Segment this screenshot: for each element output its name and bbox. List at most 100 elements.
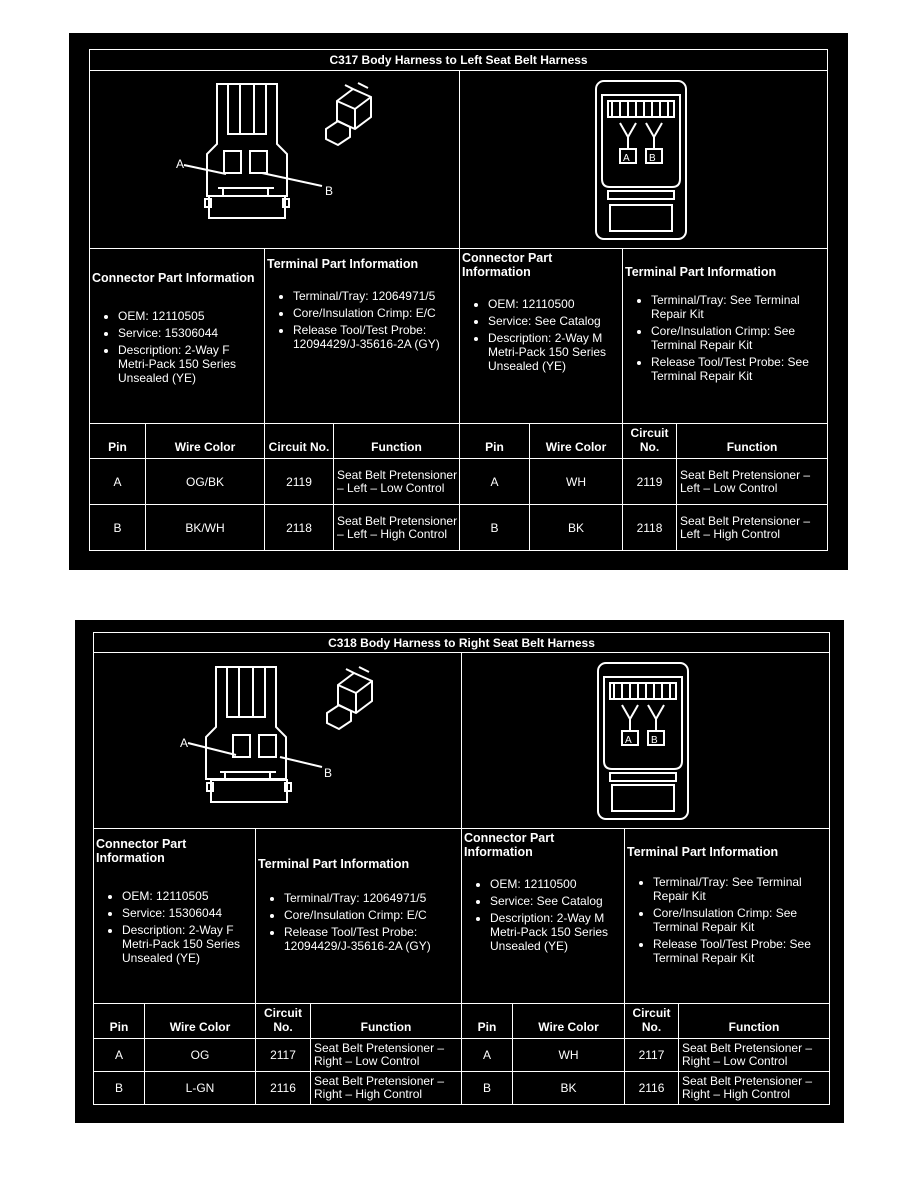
table-row: A OG/BK 2119 Seat Belt Pretensioner – Le… (89, 458, 829, 505)
col-header-wire-color: Wire Color (512, 1003, 625, 1039)
terminal-tray-item: Terminal/Tray: 12064971/5 (284, 891, 459, 905)
col-header-pin: Pin (459, 423, 530, 459)
wire-color-cell: OG (144, 1038, 256, 1072)
female-terminal-part-info: Terminal Part Information Terminal/Tray:… (255, 828, 462, 1004)
connector-title: C318 Body Harness to Right Seat Belt Har… (93, 632, 830, 653)
terminal-part-heading: Terminal Part Information (258, 857, 410, 871)
service-item: Service: 15306044 (122, 906, 253, 920)
female-connector-drawing: A B (176, 82, 372, 219)
pin-cell: B (459, 504, 530, 551)
wire-color-cell: BK (529, 504, 623, 551)
pin-cell: B (89, 504, 146, 551)
male-connector-drawing: A B (595, 80, 687, 240)
col-header-circuit: Circuit No. (255, 1003, 311, 1039)
function-cell: Seat Belt Pretensioner – Left – Low Cont… (675, 458, 829, 505)
col-header-function: Function (678, 1003, 830, 1039)
function-cell: Seat Belt Pretensioner – Right – Low Con… (310, 1038, 462, 1072)
pin-cell: A (461, 1038, 513, 1072)
pin-b-cavity-label: B (649, 153, 656, 164)
pin-cell: A (89, 458, 146, 505)
col-header-function: Function (675, 423, 829, 459)
pin-a-label: A (180, 736, 188, 750)
female-terminal-part-info: Terminal Part Information Terminal/Tray:… (264, 248, 460, 424)
col-header-function: Function (333, 423, 460, 459)
male-terminal-part-info: Terminal Part Information Terminal/Tray:… (621, 248, 829, 424)
male-terminal-part-info: Terminal Part Information Terminal/Tray:… (624, 828, 830, 1004)
crimp-item: Core/Insulation Crimp: E/C (284, 908, 459, 922)
oem-item: OEM: 12110505 (118, 309, 262, 323)
col-header-wire-color: Wire Color (145, 423, 265, 459)
male-connector-part-info: Connector Part Information OEM: 12110500… (459, 248, 623, 424)
description-item: Description: 2-Way F Metri-Pack 150 Seri… (118, 343, 262, 385)
service-item: Service: See Catalog (488, 314, 620, 328)
wire-color-cell: WH (529, 458, 623, 505)
terminal-tray-item: Terminal/Tray: See Terminal Repair Kit (653, 875, 827, 903)
pin-b-label: B (325, 184, 333, 198)
function-cell: Seat Belt Pretensioner – Right – High Co… (678, 1071, 830, 1105)
connector-table: C318 Body Harness to Right Seat Belt Har… (93, 632, 830, 1105)
wire-color-cell: OG/BK (145, 458, 265, 505)
function-cell: Seat Belt Pretensioner – Left – High Con… (675, 504, 829, 551)
wire-color-cell: WH (512, 1038, 625, 1072)
female-connector-diagram: A B (89, 70, 460, 249)
oem-item: OEM: 12110505 (122, 889, 253, 903)
pin-cell: A (93, 1038, 145, 1072)
female-connector-diagram: A B (93, 652, 462, 829)
connector-panel-c318: C318 Body Harness to Right Seat Belt Har… (75, 620, 844, 1123)
circuit-cell: 2116 (255, 1071, 311, 1105)
col-header-function: Function (310, 1003, 462, 1039)
circuit-cell: 2119 (622, 458, 677, 505)
col-header-circuit: Circuit No. (624, 1003, 679, 1039)
connector-panel-c317: C317 Body Harness to Left Seat Belt Harn… (69, 33, 848, 570)
pin-cell: B (461, 1071, 513, 1105)
pin-b-label: B (324, 766, 332, 780)
terminal-part-heading: Terminal Part Information (625, 265, 777, 279)
col-header-wire-color: Wire Color (144, 1003, 256, 1039)
wire-color-cell: L-GN (144, 1071, 256, 1105)
description-item: Description: 2-Way F Metri-Pack 150 Seri… (122, 923, 253, 965)
col-header-pin: Pin (89, 423, 146, 459)
pin-b-cavity-label: B (651, 735, 658, 746)
circuit-cell: 2117 (624, 1038, 679, 1072)
female-connector-drawing: A B (180, 666, 373, 803)
release-tool-item: Release Tool/Test Probe: See Terminal Re… (651, 355, 825, 383)
service-item: Service: See Catalog (490, 894, 622, 908)
circuit-cell: 2118 (264, 504, 334, 551)
crimp-item: Core/Insulation Crimp: See Terminal Repa… (653, 906, 827, 934)
col-header-pin: Pin (461, 1003, 513, 1039)
female-connector-part-info: Connector Part Information OEM: 12110505… (89, 248, 265, 424)
crimp-item: Core/Insulation Crimp: See Terminal Repa… (651, 324, 825, 352)
table-row: A OG 2117 Seat Belt Pretensioner – Right… (93, 1038, 830, 1072)
terminal-part-heading: Terminal Part Information (627, 845, 779, 859)
circuit-cell: 2116 (624, 1071, 679, 1105)
table-row: B BK/WH 2118 Seat Belt Pretensioner – Le… (89, 504, 829, 551)
connector-part-heading: Connector Part Information (462, 251, 553, 279)
col-header-pin: Pin (93, 1003, 145, 1039)
male-connector-diagram: A B (458, 70, 829, 249)
crimp-item: Core/Insulation Crimp: E/C (293, 306, 457, 320)
pin-a-cavity-label: A (625, 735, 632, 746)
connector-part-heading: Connector Part Information (464, 831, 555, 859)
male-connector-drawing: A B (597, 662, 689, 820)
col-header-circuit: Circuit No. (622, 423, 677, 459)
wire-color-cell: BK (512, 1071, 625, 1105)
function-cell: Seat Belt Pretensioner – Left – High Con… (333, 504, 460, 551)
table-row: B L-GN 2116 Seat Belt Pretensioner – Rig… (93, 1071, 830, 1105)
description-item: Description: 2-Way M Metri-Pack 150 Seri… (488, 331, 620, 373)
male-connector-part-info: Connector Part Information OEM: 12110500… (461, 828, 625, 1004)
function-cell: Seat Belt Pretensioner – Right – Low Con… (678, 1038, 830, 1072)
release-tool-item: Release Tool/Test Probe: 12094429/J-3561… (284, 925, 459, 953)
terminal-tray-item: Terminal/Tray: See Terminal Repair Kit (651, 293, 825, 321)
male-connector-diagram: A B (461, 652, 830, 829)
circuit-cell: 2119 (264, 458, 334, 505)
oem-item: OEM: 12110500 (488, 297, 620, 311)
circuit-cell: 2117 (255, 1038, 311, 1072)
release-tool-item: Release Tool/Test Probe: See Terminal Re… (653, 937, 827, 965)
connector-part-heading: Connector Part Information (96, 837, 187, 865)
pin-cell: A (459, 458, 530, 505)
pin-cell: B (93, 1071, 145, 1105)
function-cell: Seat Belt Pretensioner – Right – High Co… (310, 1071, 462, 1105)
connector-table: C317 Body Harness to Left Seat Belt Harn… (88, 49, 829, 551)
connector-title: C317 Body Harness to Left Seat Belt Harn… (88, 49, 829, 71)
pin-a-label: A (176, 157, 184, 171)
